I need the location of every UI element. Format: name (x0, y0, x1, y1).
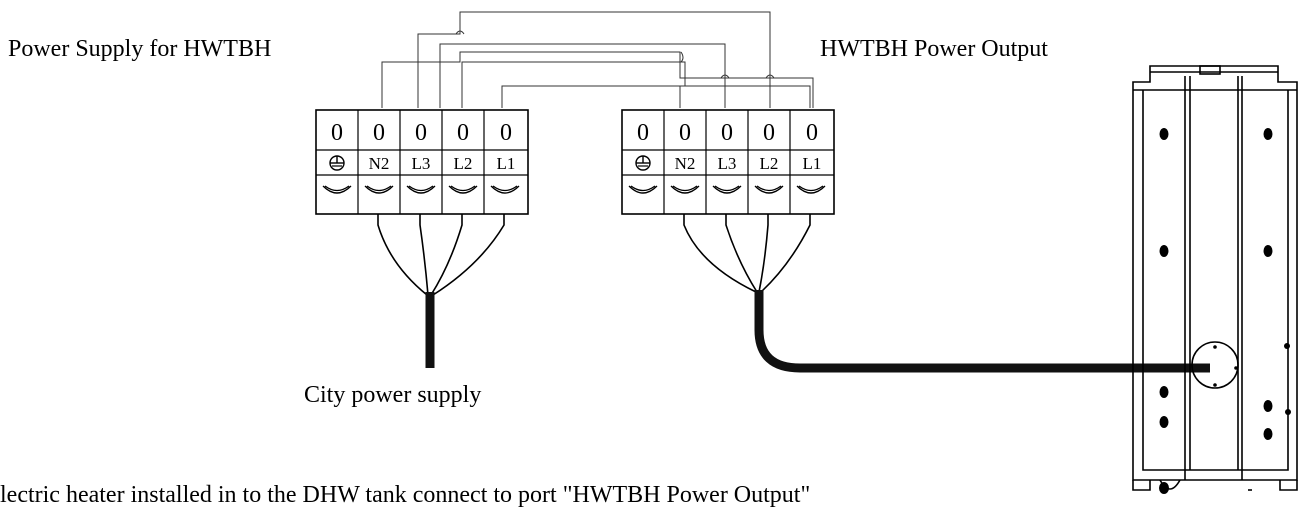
terminal-label-l2: L2 (760, 154, 779, 173)
terminal-label-l3: L3 (412, 154, 431, 173)
jumper-wire-l3 (439, 51, 726, 108)
terminal-screw-slot: 0 (457, 120, 469, 146)
city-supply-cable (377, 214, 505, 368)
terminal-block-frame (315, 109, 529, 215)
jumper-wire-n2 (418, 43, 771, 108)
terminal-block-right: 0 0 0 0 0 N2 L3 L2 L1 (621, 109, 835, 215)
terminal-label-l1: L1 (497, 154, 516, 173)
tank-fittings (1159, 128, 1291, 494)
terminal-screw-slot: 0 (500, 120, 512, 146)
terminal-label-n2: N2 (675, 154, 696, 173)
terminal-clamp-row (322, 185, 520, 194)
jumper-wire-l1 (501, 85, 811, 108)
ground-symbol-icon (329, 155, 345, 171)
terminal-screw-slot: 0 (415, 120, 427, 146)
terminal-block-left: 0 0 0 0 0 N2 L3 L2 L1 (315, 109, 529, 215)
jumper-wire-ground (381, 11, 814, 108)
terminal-screw-slot: 0 (763, 120, 775, 146)
wire-crossover (680, 51, 684, 63)
wire-crossover (720, 74, 730, 79)
dhw-tank-icon (1132, 65, 1298, 491)
ground-symbol-icon (635, 155, 651, 171)
terminal-screw-slot: 0 (721, 120, 733, 146)
terminal-label-l1: L1 (803, 154, 822, 173)
terminal-screw-slot: 0 (373, 120, 385, 146)
jumper-wire-l2 (461, 61, 686, 108)
terminal-screw-slot: 0 (679, 120, 691, 146)
tank-heater-cable (683, 214, 1210, 373)
terminal-label-l3: L3 (718, 154, 737, 173)
wire-crossover (765, 74, 775, 79)
terminal-block-frame (621, 109, 835, 215)
terminal-screw-slot: 0 (637, 120, 649, 146)
jumper-wires (381, 11, 814, 108)
city-supply-label: City power supply (304, 382, 481, 408)
power-output-label: HWTBH Power Output (820, 36, 1048, 62)
wire-crossover (455, 30, 465, 35)
power-supply-label: Power Supply for HWTBH (8, 36, 271, 62)
terminal-label-n2: N2 (369, 154, 390, 173)
terminal-label-l2: L2 (454, 154, 473, 173)
installation-note: lectric heater installed in to the DHW t… (0, 482, 810, 508)
terminal-screw-slot: 0 (331, 120, 343, 146)
terminal-screw-slot: 0 (806, 120, 818, 146)
terminal-clamp-row (628, 185, 826, 194)
